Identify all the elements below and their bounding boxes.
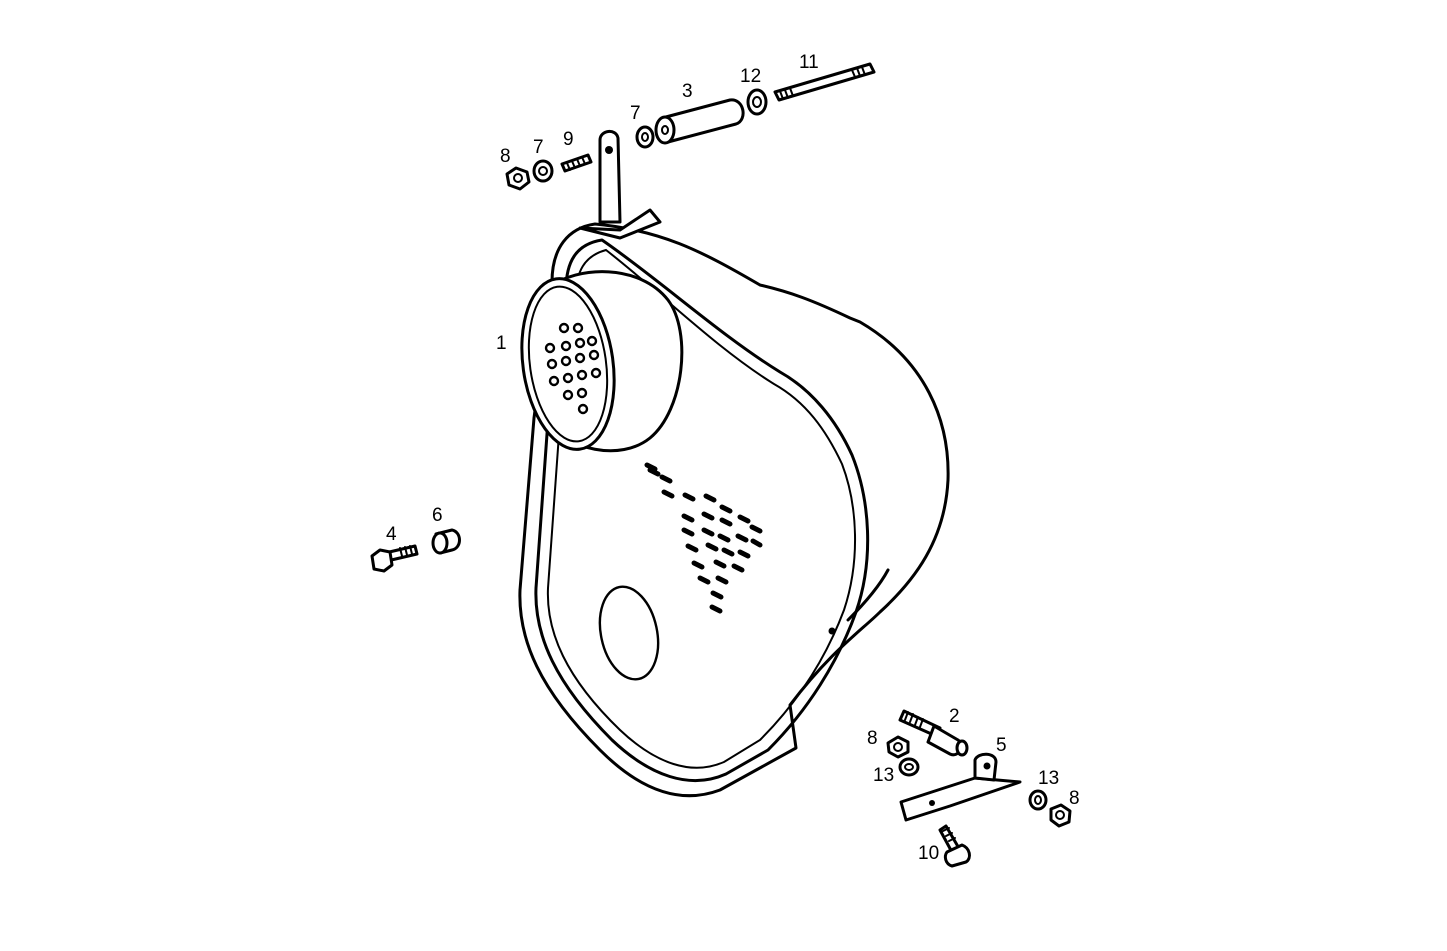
stud-2 — [898, 709, 969, 757]
lock-washer-lower-left — [898, 757, 920, 777]
callout-3: 3 — [682, 81, 693, 102]
cover-rim-inner-edge — [546, 248, 857, 769]
bracket-hole — [605, 146, 613, 154]
callout-2: 2 — [949, 706, 960, 727]
callout-1: 1 — [496, 333, 507, 354]
hex-nut-lower-left — [886, 735, 910, 759]
washer-top-right — [635, 125, 655, 149]
angle-bracket-5 — [899, 752, 1022, 822]
bolt-4 — [370, 544, 419, 573]
cover-side-hole — [828, 627, 836, 635]
callout-8-lower-left: 8 — [867, 728, 878, 749]
cover-top-tab — [578, 208, 662, 240]
long-stud — [773, 62, 876, 102]
timing-belt-cover — [518, 130, 950, 798]
cover-side-edge — [846, 568, 890, 622]
washer-12 — [746, 88, 768, 116]
filter-cap-holes — [544, 322, 602, 415]
hex-nut-top — [505, 166, 531, 191]
callout-13-right: 13 — [1038, 768, 1059, 789]
stud-short — [560, 153, 593, 173]
callout-10: 10 — [918, 843, 939, 864]
callout-8-top: 8 — [500, 146, 511, 167]
filter-cap-face-rim — [527, 285, 609, 443]
callout-6: 6 — [432, 505, 443, 526]
callout-7-right: 7 — [630, 103, 641, 124]
callout-11: 11 — [799, 52, 819, 73]
washer-top-left — [532, 159, 554, 183]
hex-nut-lower-right — [1049, 803, 1072, 828]
lock-washer-lower-right — [1028, 789, 1048, 811]
bolt-10 — [938, 824, 971, 868]
callout-13-left: 13 — [873, 765, 894, 786]
callout-9: 9 — [563, 129, 574, 150]
cover-inner-rim — [534, 238, 870, 782]
bushing-6 — [431, 528, 461, 555]
callout-7-left: 7 — [533, 137, 544, 158]
callout-4: 4 — [386, 524, 397, 545]
cover-vent-slots — [644, 462, 763, 614]
callout-8-lower-right: 8 — [1069, 788, 1080, 809]
callout-5: 5 — [996, 735, 1007, 756]
round-filter-cap — [520, 270, 684, 453]
cover-top-bracket — [598, 130, 622, 224]
cover-inspection-hole — [598, 585, 660, 681]
callout-12: 12 — [740, 66, 761, 87]
spacer-tube — [654, 98, 745, 145]
